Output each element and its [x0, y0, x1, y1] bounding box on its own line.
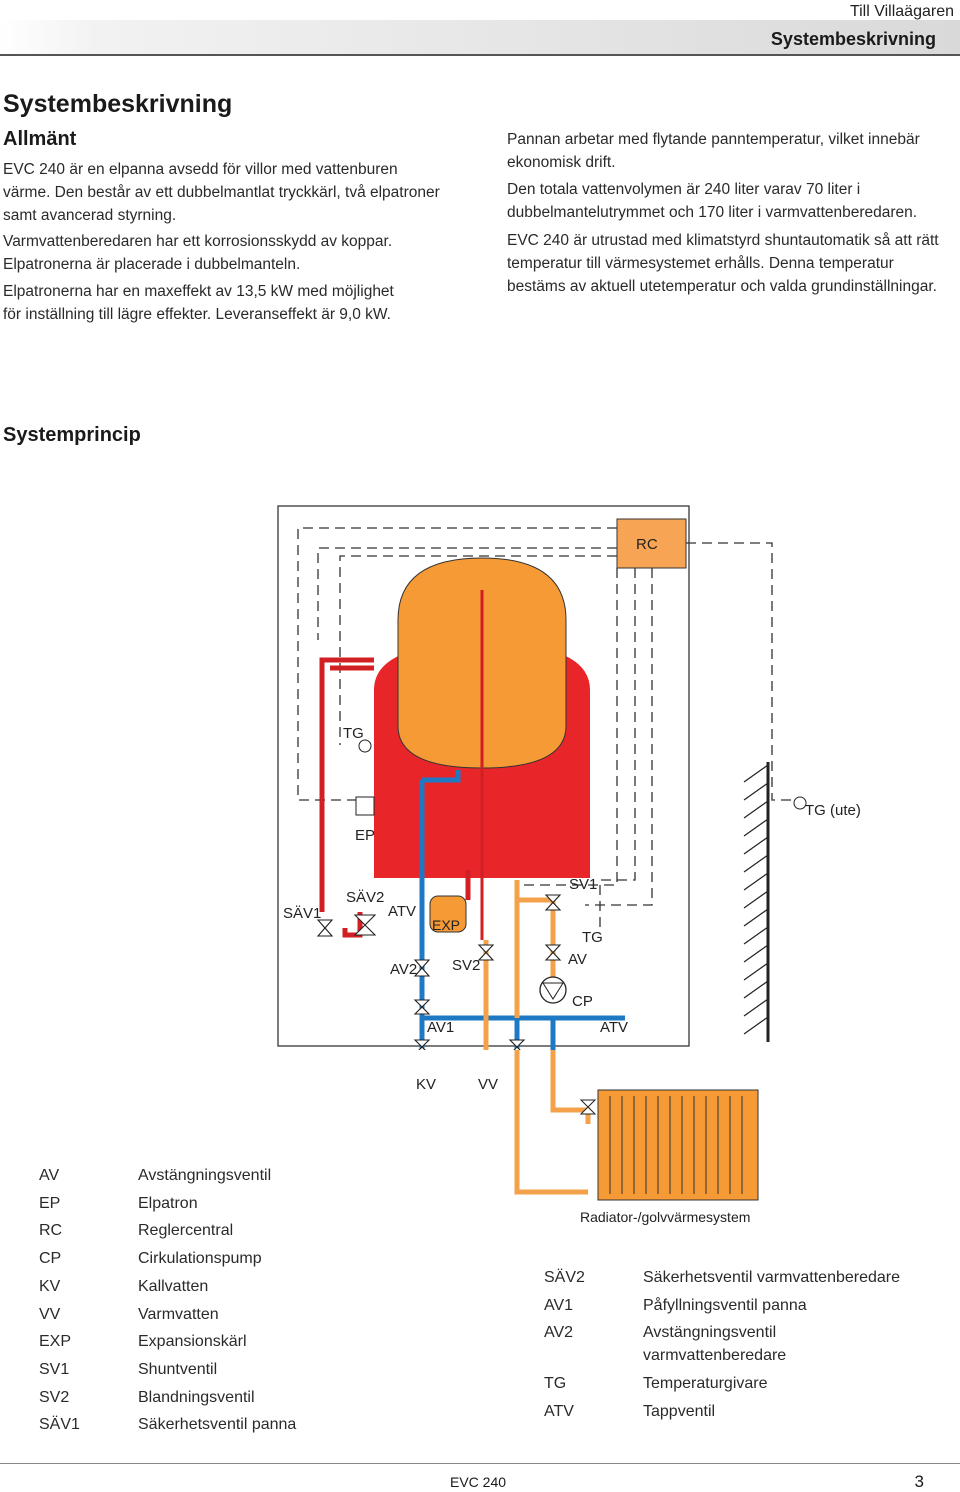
outdoor-sensor: [793, 796, 807, 810]
tg-ute-label: TG (ute): [805, 802, 861, 819]
header-section: Systembeskrivning: [770, 29, 936, 49]
av1-label: AV1: [427, 1019, 454, 1036]
diagram-heading: Systemprincip: [3, 424, 141, 446]
page-title: Systembeskrivning: [3, 90, 233, 118]
av2-label: AV2: [390, 961, 417, 978]
valves: [316, 894, 562, 1050]
sav1-label: SÄV1: [283, 905, 321, 922]
page-number: 3: [914, 1472, 924, 1491]
header-rule: [0, 54, 960, 56]
sv1-label: SV1: [569, 876, 597, 893]
atv2-label: ATV: [600, 1019, 628, 1036]
expansion-vessel: [429, 895, 467, 933]
cp-label: CP: [572, 993, 593, 1010]
left-paragraph-3: Elpatronerna har en maxeffekt av 13,5 kW…: [3, 283, 394, 323]
footer-model: EVC 240: [450, 1474, 507, 1490]
section-subtitle: Allmänt: [3, 128, 77, 150]
radiator-pipes: [514, 1050, 591, 1195]
wall-hatching: [743, 764, 769, 1035]
rc-label: RC: [636, 536, 658, 553]
footer-rule: [0, 1463, 960, 1464]
left-paragraph-2: Varmvattenberedaren har ett korrosionssk…: [3, 233, 393, 273]
left-paragraph-1: EVC 240 är en elpanna avsedd för villor …: [3, 161, 440, 224]
pump-symbol: [542, 982, 564, 1000]
radiator-fins: [609, 1096, 743, 1194]
header-audience: Till Villaägaren: [849, 3, 954, 20]
boiler-sensor: [358, 739, 372, 753]
atv-label: ATV: [388, 903, 416, 920]
radiator-diagram: KV VV Radiator-/golvvärmesystem: [416, 1050, 759, 1225]
header-band: [0, 20, 960, 54]
elpatron-symbol: [355, 796, 375, 816]
sav2-label: SÄV2: [346, 889, 384, 906]
right-paragraph-3: EVC 240 är utrustad med klimatstyrd shun…: [507, 232, 939, 295]
radiator-valve: [579, 1099, 597, 1115]
kv-label: KV: [416, 1076, 436, 1093]
boiler-pipes: [319, 657, 471, 938]
av-label: AV: [568, 951, 587, 968]
system-diagram: RC EXP: [277, 505, 861, 1050]
control-wiring: [297, 527, 795, 930]
radiator: [597, 1089, 759, 1201]
tg-label: TG: [343, 725, 364, 742]
wall-bg: [742, 762, 768, 1042]
right-paragraph-1: Pannan arbetar med flytande panntemperat…: [507, 131, 920, 171]
reglercentral-box: [616, 518, 687, 569]
exp-label: EXP: [432, 917, 460, 933]
vv-label: VV: [478, 1076, 498, 1093]
ep-label: EP: [355, 827, 375, 844]
tg2-label: TG: [582, 929, 603, 946]
right-paragraph-2: Den totala vattenvolymen är 240 liter va…: [507, 181, 918, 221]
sv2-label: SV2: [452, 957, 480, 974]
radiator-label: Radiator-/golvvärmesystem: [580, 1209, 750, 1225]
